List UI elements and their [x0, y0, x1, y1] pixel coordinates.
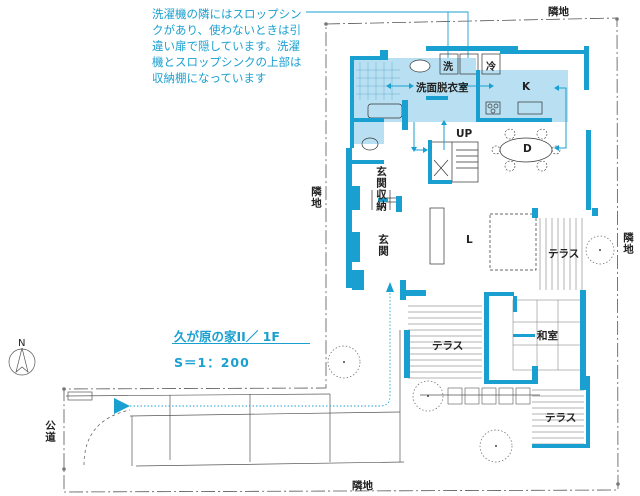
interior-fixtures [361, 53, 553, 271]
bathtub [367, 103, 403, 119]
approach-route [130, 290, 391, 407]
entry-direction-icon [386, 282, 394, 292]
annotation-note: 洗濯機の隣にはスロップシンクがあり、使わないときは引違い扉で隠しています。洗濯機… [152, 7, 302, 85]
label-stairs-up: UP [456, 128, 473, 140]
room-entrance: 玄関 [377, 234, 389, 257]
dining-chairs [491, 128, 561, 172]
label-public-road: 公道 [44, 420, 56, 443]
drawing-title: 久が原の家II／ 1F [174, 329, 280, 344]
basin [409, 59, 431, 73]
drawing-scale: S＝1：200 [174, 355, 250, 370]
room-washer: 洗 [443, 62, 453, 73]
title-divider [172, 343, 310, 344]
room-kitchen: K [522, 81, 531, 93]
walls [346, 46, 598, 448]
room-washroom: 洗面脱衣室 [416, 82, 469, 94]
label-neighbor-north: 隣地 [548, 6, 569, 18]
room-dining: D [523, 143, 532, 155]
room-tatami: 和室 [537, 330, 558, 342]
trees [327, 235, 615, 463]
room-fridge: 冷 [486, 62, 496, 73]
approach-paving [65, 330, 540, 467]
room-entrance-storage: 玄関収納 [375, 166, 387, 212]
compass-icon [8, 347, 36, 376]
room-living: L [466, 234, 473, 246]
label-neighbor-south: 隣地 [352, 480, 373, 492]
label-neighbor-west: 隣地 [310, 186, 322, 209]
room-terrace-east: テラス [548, 248, 580, 260]
room-terrace-southeast: テラス [545, 412, 577, 424]
entry-arrow-icon [114, 398, 130, 414]
stepping-stones [447, 387, 531, 405]
room-terrace-south: テラス [432, 340, 464, 352]
compass-north-label: N [18, 338, 26, 349]
label-neighbor-east: 隣地 [622, 232, 634, 255]
arrowheads [386, 83, 559, 153]
terrace-hatch [408, 218, 584, 445]
